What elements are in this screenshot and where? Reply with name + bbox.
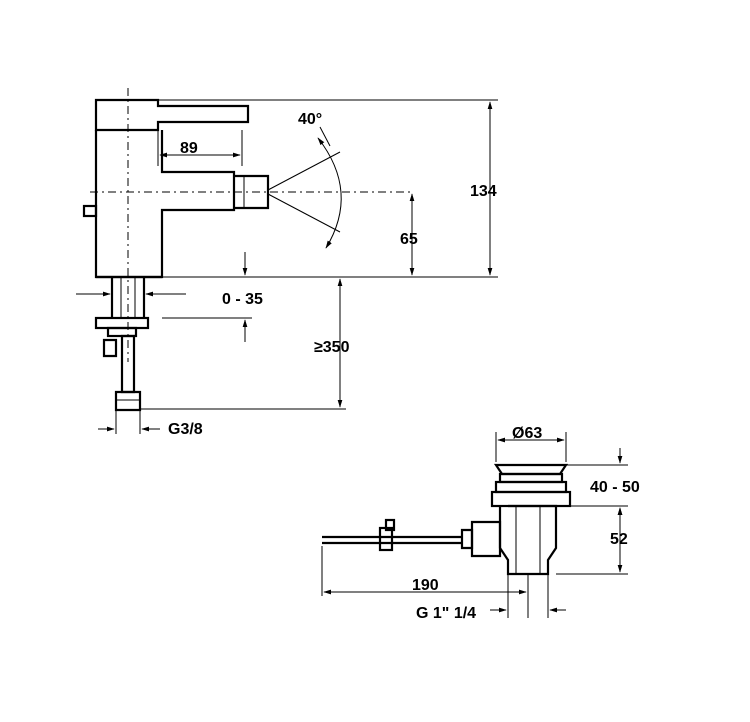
mounting-shank [94, 277, 150, 412]
faucet-body [82, 98, 270, 279]
dim-min-clearance: ≥350 [314, 339, 350, 356]
dim-waste-adjust: 40 - 50 [590, 479, 640, 496]
dim-waste-thread: G 1" 1/4 [416, 605, 476, 622]
dim-deck-thickness: 0 - 35 [222, 291, 263, 308]
dim-40deg: 40° [298, 111, 322, 128]
mixer-body [94, 130, 236, 279]
dim-waste-height: 52 [610, 531, 628, 548]
spray-angle [267, 126, 342, 249]
dim-134: 134 [470, 183, 497, 200]
dim-89: 89 [180, 140, 198, 157]
pop-up-waste [322, 463, 572, 576]
side-knob [82, 204, 98, 218]
dim-inlet-thread: G3/8 [168, 421, 203, 438]
dim-waste-diameter: Ø63 [512, 425, 542, 442]
dim-rod-length: 190 [412, 577, 439, 594]
spout-nozzle [234, 174, 270, 210]
lever-handle [94, 98, 250, 132]
dim-65: 65 [400, 231, 418, 248]
